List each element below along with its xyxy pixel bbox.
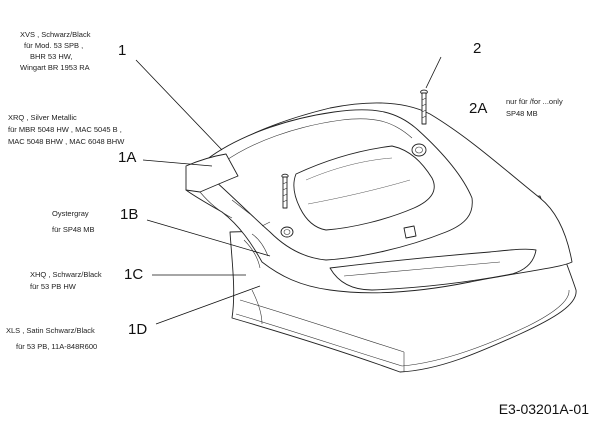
note-line: Wingart BR 1953 RA	[20, 63, 90, 72]
note-part-1a: XRQ , Silver Metallic für MBR 5048 HW , …	[8, 113, 125, 146]
note-line: für 53 PB HW	[30, 282, 77, 291]
drawing-code: E3-03201A-01	[499, 401, 590, 417]
note-part-2a: nur für /for ...only SP48 MB	[506, 97, 563, 118]
note-line: für SP48 MB	[52, 225, 95, 234]
mower-cover-drawing	[185, 102, 577, 373]
callout-1c: 1C	[124, 266, 143, 283]
note-line: nur für /for ...only	[506, 97, 563, 106]
note-line: für 53 PB, 11A-848R600	[16, 342, 97, 351]
screw-left-icon	[281, 173, 289, 209]
callout-1b: 1B	[120, 206, 138, 223]
screw-right-icon	[420, 89, 428, 125]
note-part-1: XVS , Schwarz/Black für Mod. 53 SPB , BH…	[20, 30, 91, 72]
note-line: für MBR 5048 HW , MAC 5045 B ,	[8, 125, 122, 134]
note-line: SP48 MB	[506, 109, 538, 118]
note-line: für Mod. 53 SPB ,	[24, 41, 83, 50]
note-line: BHR 53 HW,	[30, 52, 73, 61]
note-part-1c: XHQ , Schwarz/Black für 53 PB HW	[30, 270, 102, 291]
note-line: Oystergray	[52, 209, 89, 218]
callout-2a: 2A	[469, 100, 487, 117]
leader-lines	[135, 56, 442, 325]
callout-1d: 1D	[128, 321, 147, 338]
note-line: XVS , Schwarz/Black	[20, 30, 91, 39]
callout-1a: 1A	[118, 149, 136, 166]
callout-1: 1	[118, 42, 126, 59]
note-line: XRQ , Silver Metallic	[8, 113, 77, 122]
note-part-1b: Oystergray für SP48 MB	[52, 209, 95, 234]
note-line: MAC 5048 BHW , MAC 6048 BHW	[8, 137, 125, 146]
note-line: XLS , Satin Schwarz/Black	[6, 326, 95, 335]
note-line: XHQ , Schwarz/Black	[30, 270, 102, 279]
note-part-1d: XLS , Satin Schwarz/Black für 53 PB, 11A…	[6, 326, 97, 351]
callout-2: 2	[473, 40, 481, 57]
